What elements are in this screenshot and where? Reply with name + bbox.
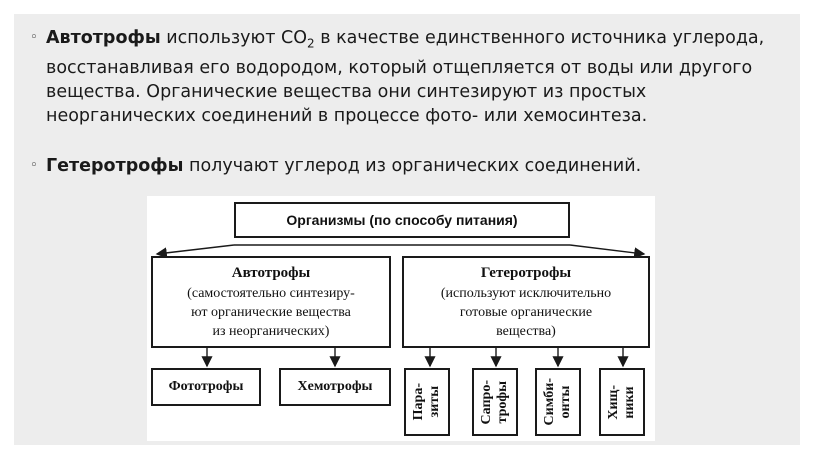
text-before-sub: используют CO xyxy=(160,28,308,48)
bullet-text: Гетеротрофы получают углерод из органиче… xyxy=(30,154,780,178)
parasites-label: Пара- зиты xyxy=(411,383,442,421)
autotrophs-box: Автотрофы (самостоятельно синтезиру- ют … xyxy=(151,256,391,348)
term-autotrophs: Автотрофы xyxy=(46,28,161,48)
text-heterotrophs: получают углерод из органических соедине… xyxy=(183,156,642,176)
root-box: Организмы (по способу питания) xyxy=(234,202,570,238)
heterotrophs-title: Гетеротрофы xyxy=(480,264,572,281)
term-heterotrophs: Гетеротрофы xyxy=(46,156,184,176)
saprotrophs-box: Сапро- трофы xyxy=(472,368,518,436)
predators-label: Хищ- ники xyxy=(606,384,637,420)
subscript: 2 xyxy=(307,36,315,51)
connector-lines xyxy=(155,244,646,368)
heterotrophs-description: (используют исключительно готовые органи… xyxy=(440,285,612,339)
bullet-autotrophs: ◦ Автотрофы используют CO2 в качестве ед… xyxy=(30,26,780,128)
bullet-marker: ◦ xyxy=(30,30,38,45)
phototrophs-box: Фототрофы xyxy=(151,368,261,406)
arrow-root-to-heterotrophs xyxy=(569,244,646,259)
classification-diagram: Организмы (по способу питания) Автотрофы… xyxy=(147,196,655,441)
chemotrophs-box: Хемотрофы xyxy=(279,368,391,406)
bullet-text: Автотрофы используют CO2 в качестве един… xyxy=(30,26,780,128)
heterotrophs-box: Гетеротрофы (используют исключительно го… xyxy=(402,256,650,348)
bullet-heterotrophs: ◦ Гетеротрофы получают углерод из органи… xyxy=(30,154,780,178)
autotrophs-title: Автотрофы xyxy=(231,264,311,281)
parasites-box: Пара- зиты xyxy=(404,368,450,436)
text-after-sub: в качестве единственного источника углер… xyxy=(46,28,765,126)
predators-box: Хищ- ники xyxy=(599,368,645,436)
bullet-marker: ◦ xyxy=(30,158,38,173)
symbionts-label: Симби- онты xyxy=(542,378,573,426)
arrow-root-to-autotrophs xyxy=(155,244,235,259)
symbionts-box: Симби- онты xyxy=(535,368,581,436)
autotrophs-description: (самостоятельно синтезиру- ют органическ… xyxy=(187,285,355,339)
saprotrophs-label: Сапро- трофы xyxy=(479,379,510,425)
